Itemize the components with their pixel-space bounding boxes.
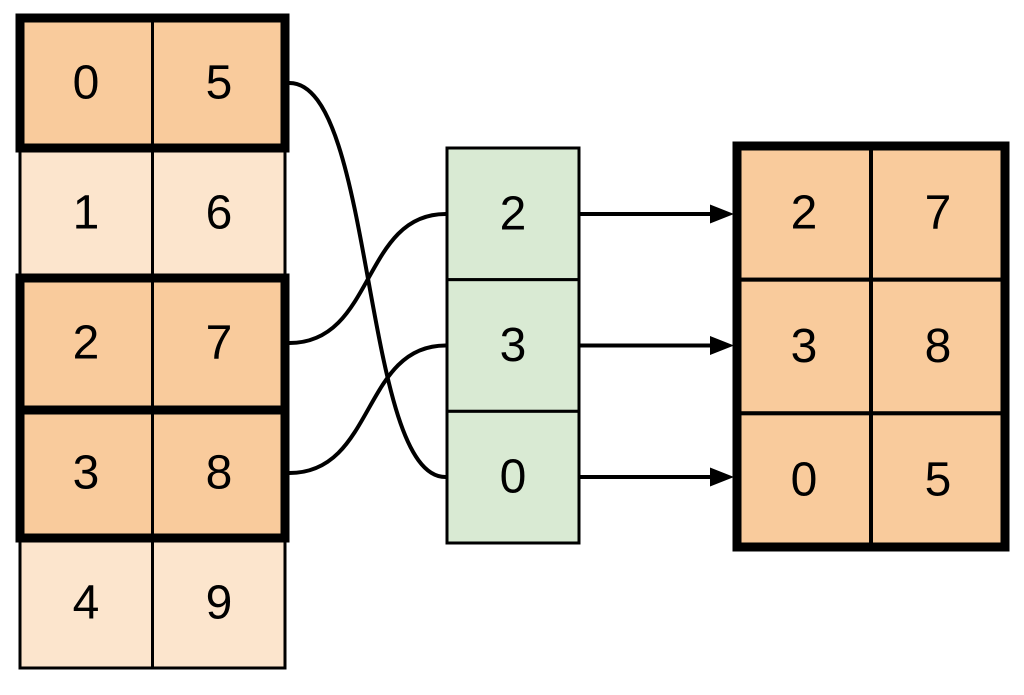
result-value-r2c1: 5 (925, 454, 952, 507)
result-value-r1c0: 3 (791, 320, 818, 373)
result-value-r2c0: 0 (791, 454, 818, 507)
index-to-result-arrows (579, 204, 734, 487)
index-value-2: 0 (500, 451, 527, 504)
result-table: 2 7 3 8 0 5 (732, 141, 1010, 552)
curve-source-row2-to-index-2 (289, 212, 446, 345)
source-cell-r3c1 (151, 406, 287, 540)
source-value-r3c1: 8 (206, 447, 233, 500)
source-cell-r0c1 (151, 16, 287, 150)
source-value-r4c1: 9 (206, 577, 233, 630)
index-cell-2 (445, 409, 581, 545)
source-value-r2c1: 7 (206, 317, 233, 370)
index-value-1: 3 (500, 319, 527, 372)
arrowhead-icon-1 (710, 336, 734, 355)
result-value-r0c0: 2 (791, 187, 818, 240)
source-value-r0c1: 5 (206, 57, 233, 110)
index-column: 2 3 0 (445, 146, 581, 545)
result-cell-r2c0 (735, 411, 873, 549)
source-table: 0 5 1 6 2 7 3 8 4 9 (15, 13, 290, 670)
curve-source-row3-to-index-3 (289, 343, 446, 475)
source-row0-highlight-outline (15, 13, 290, 153)
arrowhead-icon-2 (710, 467, 734, 487)
arrowhead-icon-0 (710, 204, 734, 224)
source-value-r1c0: 1 (73, 187, 100, 240)
index-cell-0 (445, 146, 581, 282)
source-cell-r2c1 (151, 276, 287, 410)
index-value-0: 2 (500, 188, 527, 241)
source-value-r0c0: 0 (73, 57, 100, 110)
source-cell-r4c0 (18, 536, 154, 670)
source-cell-r1c1 (151, 146, 287, 280)
result-value-r1c1: 8 (925, 320, 952, 373)
source-cell-r0c0 (18, 16, 154, 150)
source-value-r1c1: 6 (206, 187, 233, 240)
source-value-r2c0: 2 (73, 317, 100, 370)
source-row3-highlight-outline (15, 405, 290, 543)
source-cell-r4c1 (151, 536, 287, 670)
result-value-r0c1: 7 (925, 187, 952, 240)
source-value-r3c0: 3 (73, 447, 100, 500)
result-table-outline (732, 141, 1010, 552)
source-value-r4c0: 4 (73, 577, 100, 630)
result-cell-r1c1 (869, 277, 1007, 416)
connector-curves (289, 81, 446, 479)
result-cell-r2c1 (869, 411, 1007, 549)
